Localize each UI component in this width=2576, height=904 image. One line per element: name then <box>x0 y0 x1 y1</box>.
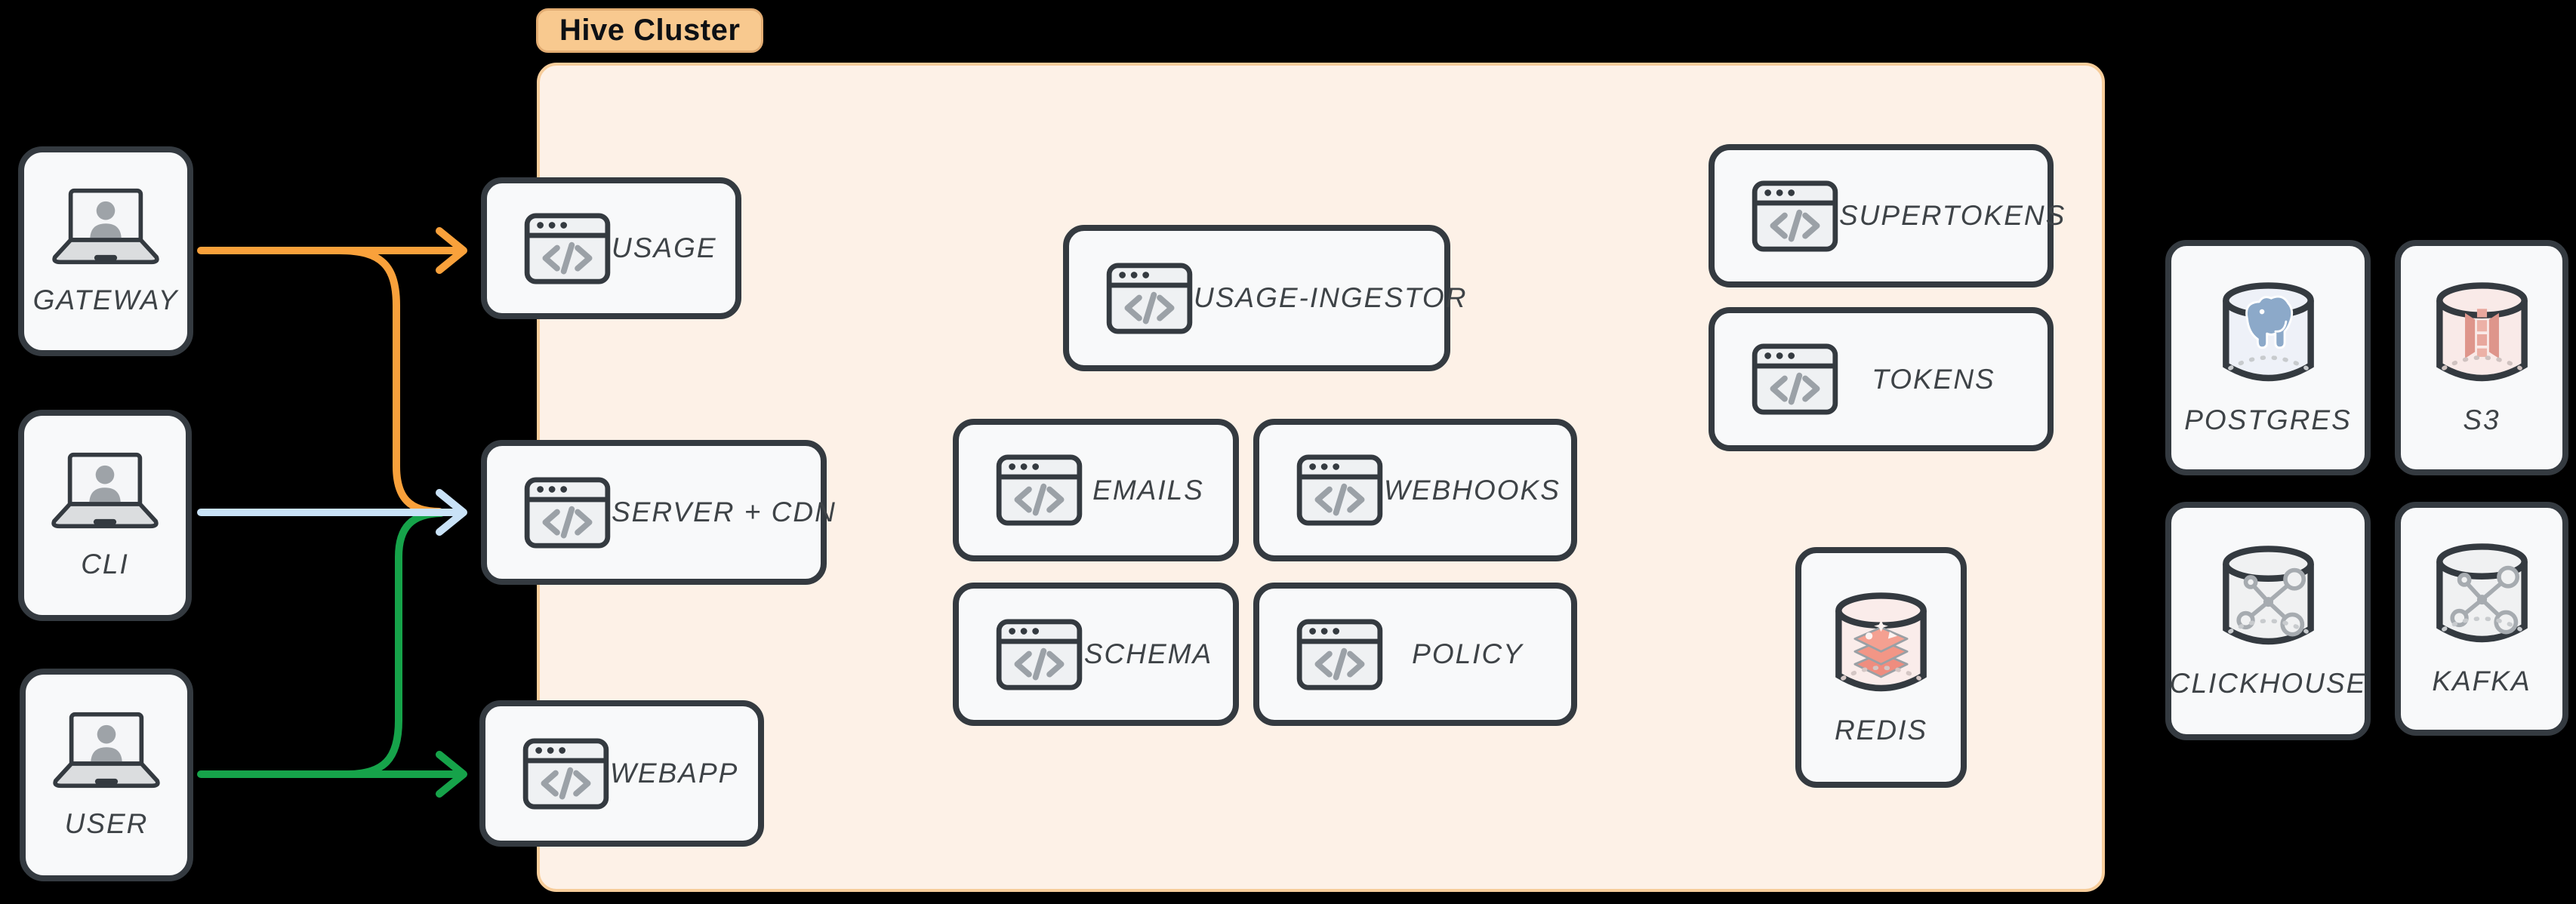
kafka-database-icon <box>2433 540 2531 650</box>
node-label: CLICKHOUSE <box>2169 668 2367 699</box>
edge-user-servercdn <box>344 509 445 778</box>
edge-user-webapp-arrowhead <box>436 751 467 798</box>
code-window-icon <box>995 618 1083 691</box>
code-window-icon <box>1751 180 1839 253</box>
node-label: SCHEMA <box>1083 638 1213 669</box>
node-schema: SCHEMA <box>953 583 1239 726</box>
node-tokens: TOKENS <box>1709 307 2054 451</box>
node-label: POSTGRES <box>2184 404 2352 435</box>
node-label: WEBAPP <box>610 758 739 789</box>
hive-cluster-badge-label: Hive Cluster <box>559 14 741 47</box>
node-user: USER <box>20 669 193 881</box>
hive-cluster-badge: Hive Cluster <box>536 8 764 53</box>
code-window-icon <box>995 454 1083 527</box>
node-label: REDIS <box>1834 714 1928 746</box>
code-window-icon <box>1751 343 1839 416</box>
node-kafka: KAFKA <box>2395 502 2568 736</box>
code-window-icon <box>1105 262 1194 335</box>
node-s3: S3 <box>2395 240 2568 475</box>
node-emails: EMAILS <box>953 419 1239 561</box>
node-webapp: WEBAPP <box>479 700 764 847</box>
laptop-user-icon <box>48 186 163 266</box>
code-window-icon <box>522 737 610 810</box>
node-policy: POLICY <box>1253 583 1577 726</box>
redis-database-icon <box>1832 589 1930 700</box>
node-redis: REDIS <box>1795 547 1967 788</box>
node-label: S3 <box>2463 404 2501 435</box>
node-label: TOKENS <box>1872 363 1995 395</box>
code-window-icon <box>523 212 612 285</box>
node-label: USAGE-INGESTOR <box>1194 282 1468 313</box>
node-gateway: GATEWAY <box>18 146 193 356</box>
laptop-user-icon <box>49 710 164 790</box>
node-label: USER <box>64 808 149 839</box>
node-label: WEBHOOKS <box>1384 474 1561 506</box>
node-postgres: POSTGRES <box>2165 240 2371 475</box>
node-label: GATEWAY <box>32 284 179 315</box>
node-label: POLICY <box>1412 638 1524 669</box>
edge-cli-servercdn-arrowhead <box>436 489 467 536</box>
node-label: KAFKA <box>2432 666 2531 696</box>
s3-database-icon <box>2433 279 2531 389</box>
node-label: SERVER + CDN <box>612 497 837 527</box>
node-label: CLI <box>81 549 129 580</box>
node-usage-ingestor: USAGE-INGESTOR <box>1063 225 1465 371</box>
node-usage: USAGE <box>481 177 741 319</box>
edge-gateway-servercdn <box>336 247 443 515</box>
node-label: USAGE <box>612 232 717 263</box>
code-window-icon <box>1296 618 1384 691</box>
node-label: EMAILS <box>1092 474 1204 506</box>
node-supertokens: SUPERTOKENS <box>1709 144 2064 287</box>
node-cli: CLI <box>18 410 192 621</box>
laptop-user-icon <box>48 450 162 530</box>
postgres-database-icon <box>2219 279 2318 389</box>
code-window-icon <box>523 476 612 549</box>
node-webhooks: WEBHOOKS <box>1253 419 1577 561</box>
clickhouse-database-icon <box>2219 543 2318 653</box>
node-clickhouse: CLICKHOUSE <box>2165 502 2371 740</box>
edge-gateway-usage-arrowhead <box>436 227 467 274</box>
node-server-cdn: SERVER + CDN <box>481 440 835 585</box>
node-label: SUPERTOKENS <box>1839 200 2066 231</box>
code-window-icon <box>1296 454 1384 527</box>
